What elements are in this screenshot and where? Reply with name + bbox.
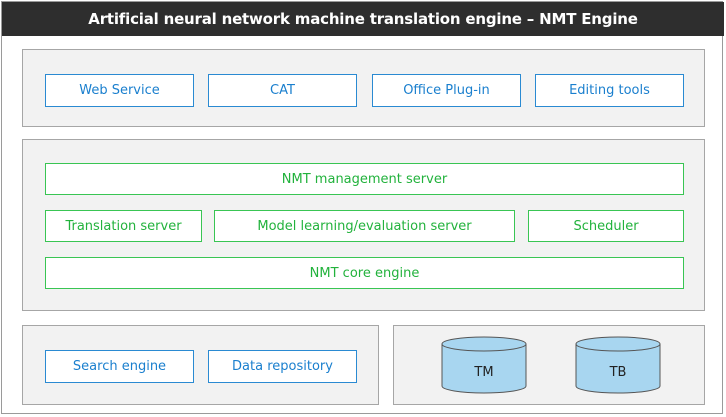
diagram-title: Artificial neural network machine transl… bbox=[2, 2, 724, 36]
server-layer-panel: NMT management server Translation server… bbox=[22, 139, 705, 311]
editing-tools-box: Editing tools bbox=[535, 74, 684, 107]
search-engine-box: Search engine bbox=[45, 350, 194, 383]
nmt-management-server-box: NMT management server bbox=[45, 163, 684, 195]
model-learning-server-box: Model learning/evaluation server bbox=[214, 210, 515, 242]
databases-panel: TM TB bbox=[393, 325, 705, 405]
tm-database-label: TM bbox=[473, 365, 493, 380]
client-tools-panel: Web Service CAT Office Plug-in Editing t… bbox=[22, 49, 705, 127]
translation-server-box: Translation server bbox=[45, 210, 202, 242]
tm-database-icon: TM bbox=[441, 336, 527, 394]
tb-database-label: TB bbox=[609, 365, 627, 380]
tb-database-icon: TB bbox=[575, 336, 661, 394]
data-services-panel: Search engine Data repository bbox=[22, 325, 379, 405]
cat-box: CAT bbox=[208, 74, 357, 107]
nmt-core-engine-box: NMT core engine bbox=[45, 257, 684, 289]
office-plugin-box: Office Plug-in bbox=[372, 74, 521, 107]
data-repository-box: Data repository bbox=[208, 350, 357, 383]
web-service-box: Web Service bbox=[45, 74, 194, 107]
scheduler-box: Scheduler bbox=[528, 210, 684, 242]
